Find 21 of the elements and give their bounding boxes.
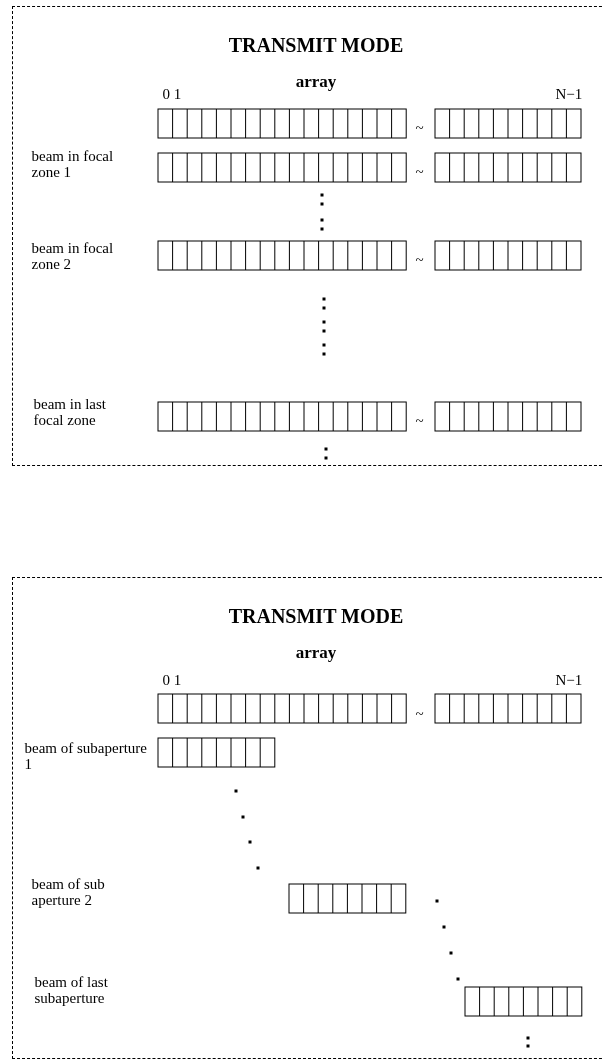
element-index: N−1 <box>555 85 583 102</box>
break-symbol: ~ <box>415 412 424 429</box>
element-index: 0 1 <box>162 671 182 688</box>
break-symbol: ~ <box>415 251 424 268</box>
break-symbol: ~ <box>415 705 424 722</box>
row-label: beam in last focal zone <box>33 395 107 429</box>
row-label: beam of subaperture 1 <box>24 739 148 773</box>
array-heading: array <box>295 644 337 662</box>
panel-title: TRANSMIT MODE <box>228 35 404 56</box>
array-heading: array <box>295 73 337 91</box>
row-label: beam in focal zone 1 <box>31 147 115 181</box>
row-label: beam in focal zone 2 <box>31 239 115 273</box>
row-label: beam of sub aperture 2 <box>31 875 106 909</box>
dashed-panel <box>12 6 603 466</box>
row-label: beam of last subaperture <box>34 973 109 1007</box>
dashed-panel <box>12 577 603 1059</box>
break-symbol: ~ <box>415 119 424 136</box>
panel-title: TRANSMIT MODE <box>228 606 404 627</box>
element-index: 0 1 <box>162 85 182 102</box>
break-symbol: ~ <box>415 163 424 180</box>
element-index: N−1 <box>555 671 583 688</box>
